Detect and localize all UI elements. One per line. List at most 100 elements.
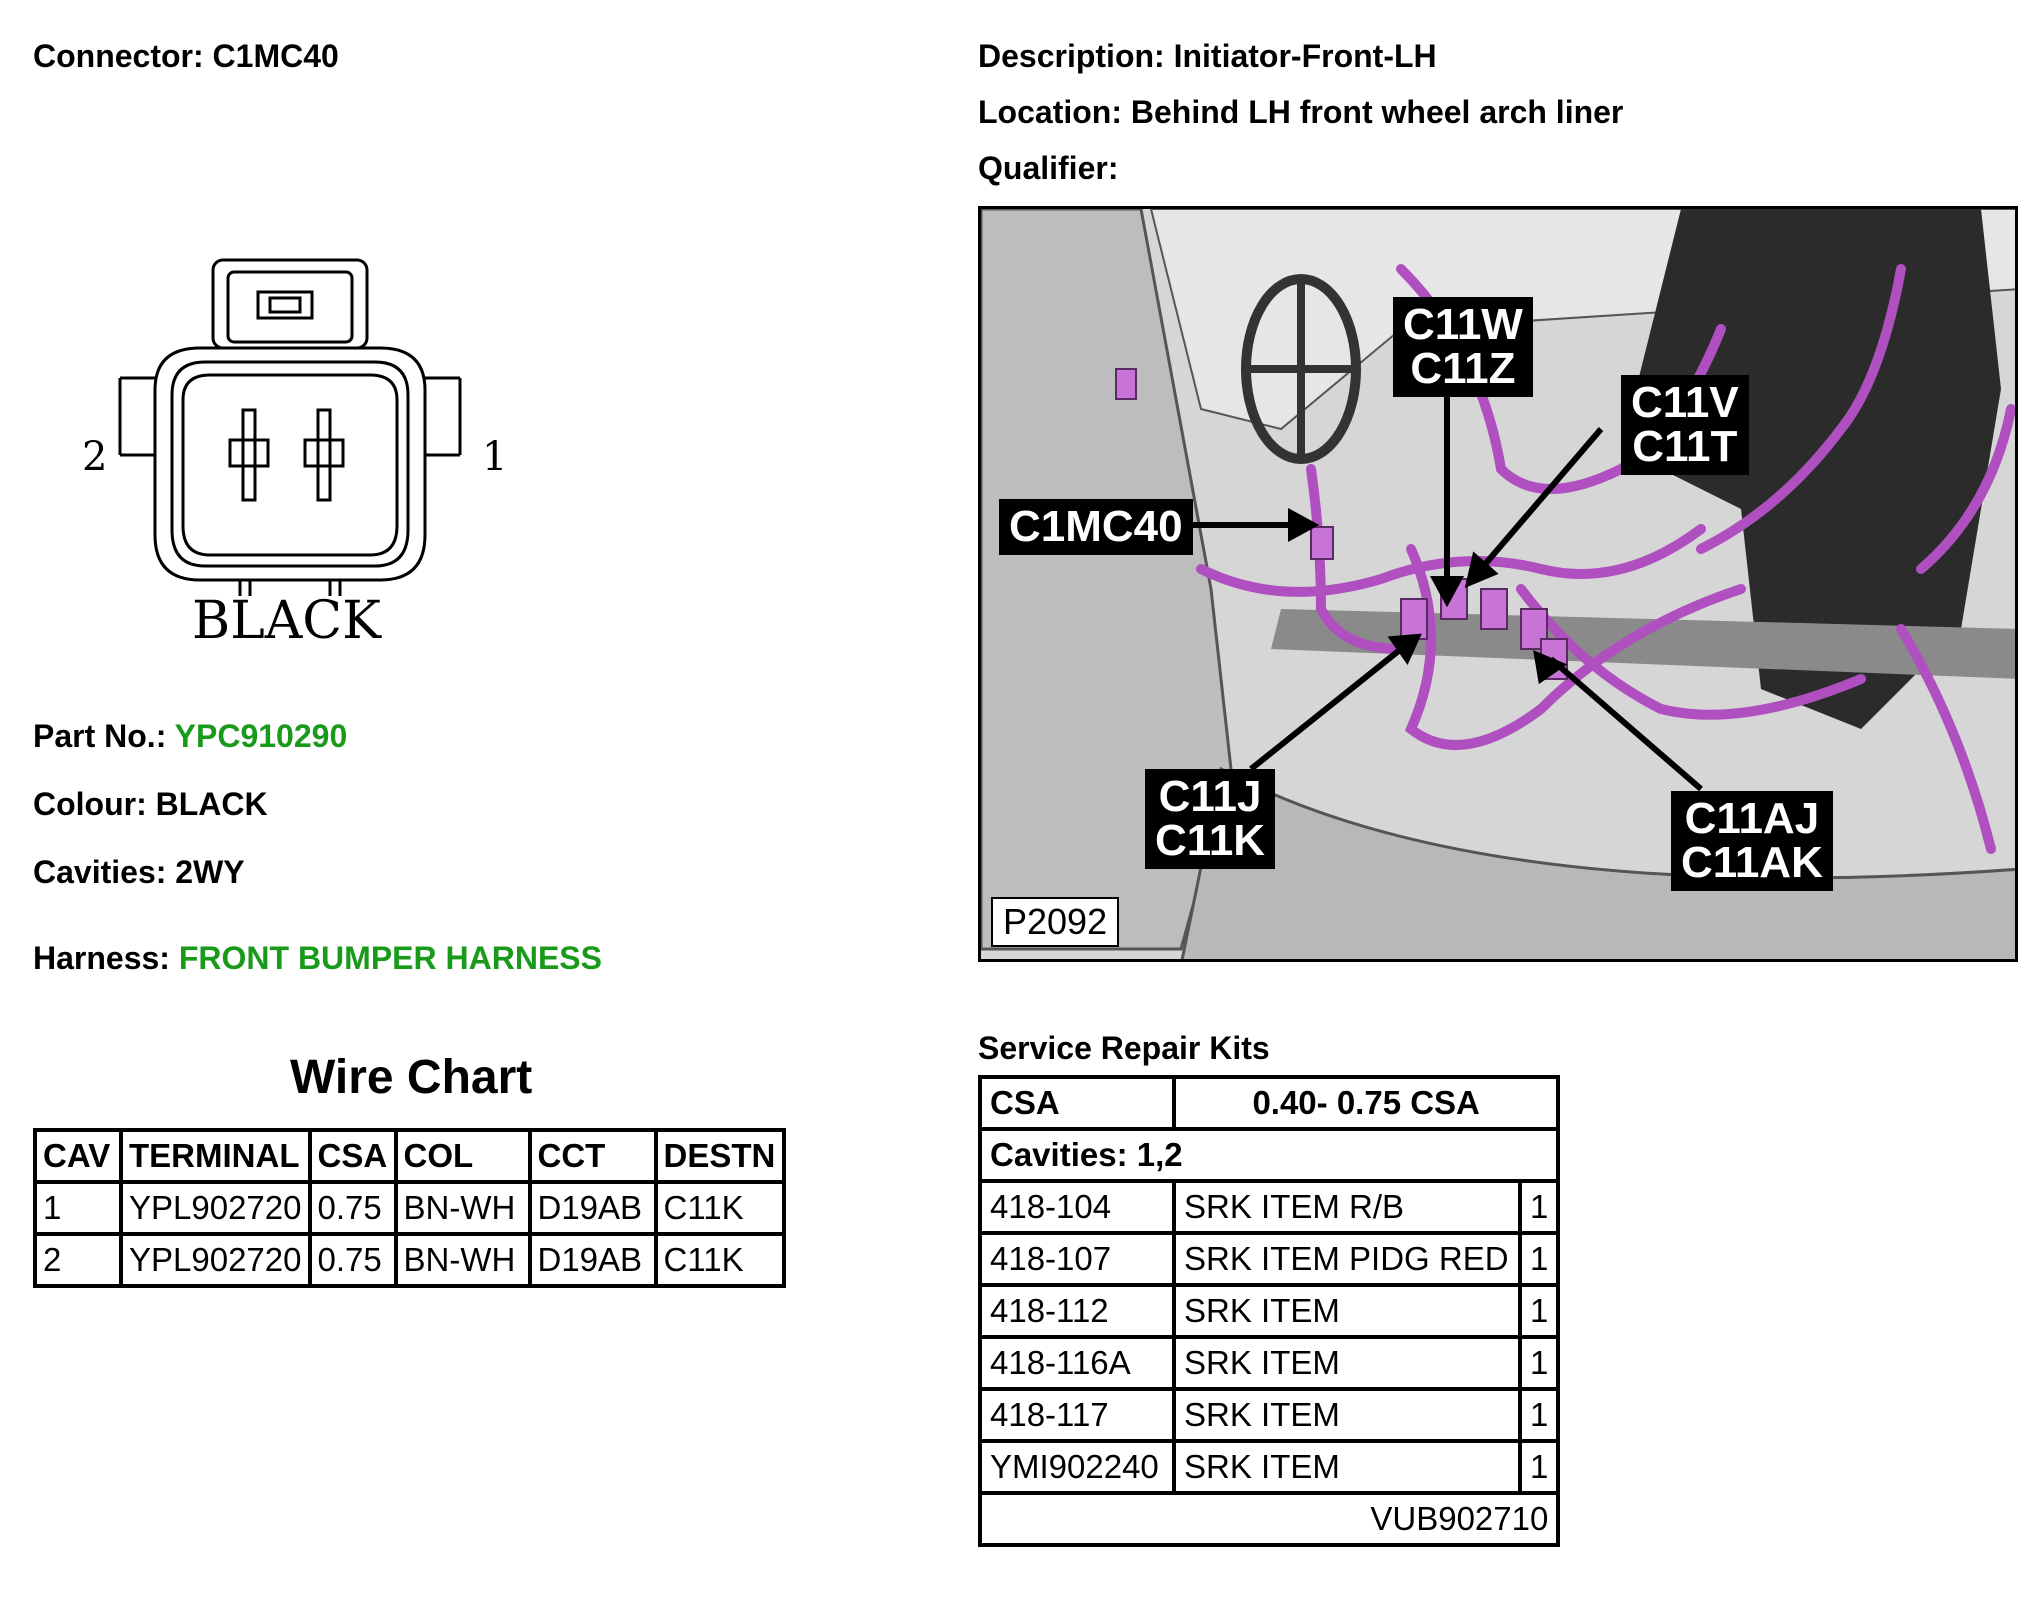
cell-destn: C11K	[653, 1232, 786, 1288]
header-cav: CAV	[33, 1128, 123, 1184]
harness-wire	[1306, 464, 1406, 654]
callout-c11v: C11V	[1631, 378, 1739, 427]
harness-wire	[1404, 544, 1746, 750]
kit-description: SRK ITEM	[1172, 1335, 1522, 1391]
table-row: 2 YPL902720 0.75 BN-WH D19AB C11K	[33, 1232, 786, 1288]
table-row: 1 YPL902720 0.75 BN-WH D19AB C11K	[33, 1180, 786, 1236]
kit-description: SRK ITEM	[1172, 1439, 1522, 1495]
kit-description: SRK ITEM	[1172, 1283, 1522, 1339]
kit-part: YMI902240	[978, 1439, 1176, 1495]
harness-wire	[1696, 264, 1906, 554]
csa-value: 0.40- 0.75 CSA	[1171, 1075, 1561, 1131]
arrow-head	[1533, 650, 1568, 685]
description-line: Description: Initiator-Front-LH	[978, 38, 1437, 75]
harness-connector	[1115, 368, 1137, 400]
cavities-value: 2WY	[175, 854, 245, 890]
arrow-head	[1429, 576, 1465, 608]
callout-c11t: C11T	[1632, 422, 1738, 471]
cavities-line: Cavities: 2WY	[33, 854, 245, 891]
csa-label: CSA	[978, 1075, 1176, 1131]
cell-cav: 1	[33, 1180, 123, 1236]
repair-kits-table: CSA 0.40- 0.75 CSA Cavities: 1,2 418-104…	[977, 1075, 1561, 1547]
harness-label: Harness:	[33, 940, 170, 976]
part-number-link[interactable]: YPC910290	[174, 718, 348, 754]
kit-qty: 1	[1517, 1335, 1561, 1391]
cavities-label: Cavities:	[33, 854, 167, 890]
callout-c11z: C11Z	[1410, 344, 1516, 393]
kit-description: SRK ITEM	[1172, 1387, 1522, 1443]
table-row: YMI902240 SRK ITEM 1	[978, 1439, 1561, 1495]
harness-wire	[1896, 624, 1996, 854]
wire-chart-table: CAV TERMINAL CSA COL CCT DESTN 1 YPL9027…	[33, 1128, 786, 1288]
kit-qty: 1	[1517, 1179, 1561, 1235]
harness-line: Harness: FRONT BUMPER HARNESS	[33, 940, 602, 977]
harness-wire	[1516, 584, 1866, 720]
qualifier-label: Qualifier:	[978, 150, 1119, 186]
kit-footer-row: VUB902710	[977, 1491, 1561, 1547]
harness-connector	[1310, 526, 1334, 560]
callout-c11ak: C11AK	[1681, 838, 1823, 887]
kit-part: 418-112	[978, 1283, 1176, 1339]
kit-description: SRK ITEM R/B	[1172, 1179, 1522, 1235]
description-value: Initiator-Front-LH	[1173, 38, 1437, 74]
cell-terminal: YPL902720	[119, 1232, 312, 1288]
colour-line: Colour: BLACK	[33, 786, 268, 823]
header-destn: DESTN	[653, 1128, 786, 1184]
colour-label: Colour:	[33, 786, 147, 822]
csa-row: CSA 0.40- 0.75 CSA	[978, 1075, 1561, 1131]
description-label: Description:	[978, 38, 1165, 74]
kit-qty: 1	[1517, 1439, 1561, 1495]
part-line: Part No.: YPC910290	[33, 718, 347, 755]
callout-c1mc40: C1MC40	[999, 499, 1193, 555]
cell-csa: 0.75	[307, 1180, 398, 1236]
arrow-head	[1387, 633, 1422, 666]
kit-qty: 1	[1517, 1387, 1561, 1443]
harness-link[interactable]: FRONT BUMPER HARNESS	[178, 940, 602, 976]
kit-qty: 1	[1517, 1283, 1561, 1339]
cell-destn: C11K	[653, 1180, 786, 1236]
kit-description: SRK ITEM PIDG RED	[1172, 1231, 1522, 1287]
cell-col: BN-WH	[393, 1180, 532, 1236]
table-row: 418-112 SRK ITEM 1	[978, 1283, 1561, 1339]
callout-arrow	[1549, 656, 1703, 792]
wire-chart-header-row: CAV TERMINAL CSA COL CCT DESTN	[33, 1128, 786, 1184]
figure-id: P2092	[991, 897, 1120, 947]
kit-qty: 1	[1517, 1231, 1561, 1287]
connector-line: Connector: C1MC40	[33, 38, 339, 75]
cell-cct: D19AB	[527, 1180, 658, 1236]
part-label: Part No.:	[33, 718, 167, 754]
table-row: 418-107 SRK ITEM PIDG RED 1	[978, 1231, 1561, 1287]
callout-c11j-c11k: C11J C11K	[1145, 769, 1276, 869]
callout-c11aj: C11AJ	[1684, 794, 1820, 843]
harness-wire	[1196, 524, 1706, 597]
callout-arrow	[1478, 427, 1604, 571]
harness-wire	[1916, 404, 2015, 574]
cavities-row: Cavities: 1,2	[977, 1127, 1561, 1183]
location-label: Location:	[978, 94, 1122, 130]
kit-part: 418-117	[978, 1387, 1176, 1443]
location-illustration: C1MC40 C11W C11Z C11V C11T C11J C11K C11…	[978, 206, 2018, 962]
connector-colour-text: BLACK	[192, 591, 382, 651]
cell-cct: D19AB	[527, 1232, 658, 1288]
cell-terminal: YPL902720	[119, 1180, 312, 1236]
header-csa: CSA	[307, 1128, 398, 1184]
table-row: 418-117 SRK ITEM 1	[978, 1387, 1561, 1443]
header-col: COL	[393, 1128, 532, 1184]
callout-c11v-c11t: C11V C11T	[1621, 375, 1749, 475]
callout-c11j: C11J	[1158, 772, 1262, 821]
header-terminal: TERMINAL	[119, 1128, 312, 1184]
callout-arrow	[1249, 646, 1403, 772]
kit-footer: VUB902710	[977, 1491, 1561, 1547]
colour-value: BLACK	[155, 786, 268, 822]
harness-connector	[1400, 598, 1428, 640]
wire-chart-title: Wire Chart	[290, 1051, 533, 1104]
cell-col: BN-WH	[393, 1232, 532, 1288]
harness-connector	[1480, 588, 1508, 630]
callout-arrows	[1181, 357, 1703, 792]
connector-label: Connector:	[33, 38, 204, 74]
pin-1-label: 1	[482, 434, 507, 480]
callout-c11w-c11z: C11W C11Z	[1393, 297, 1533, 397]
callout-c11w: C11W	[1403, 300, 1523, 349]
cell-cav: 2	[33, 1232, 123, 1288]
table-row: 418-116A SRK ITEM 1	[978, 1335, 1561, 1391]
